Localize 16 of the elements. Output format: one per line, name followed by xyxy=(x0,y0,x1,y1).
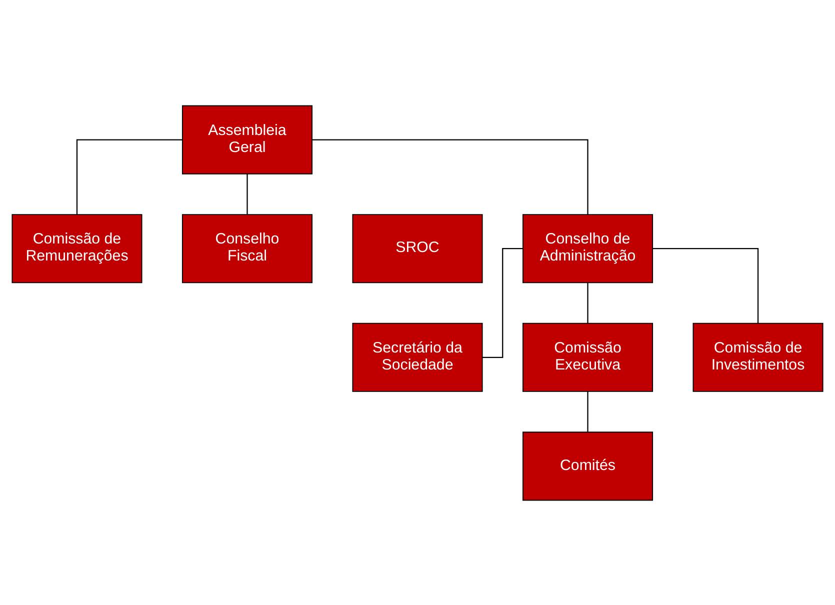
connector xyxy=(246,173,248,214)
node-box: Comissão de Investimentos xyxy=(692,322,824,392)
connector xyxy=(587,282,588,323)
connector xyxy=(76,138,182,214)
node-box: Comissão Executiva xyxy=(522,322,654,392)
connector xyxy=(587,391,588,432)
node-box: Conselho de Administração xyxy=(522,214,654,283)
node-box: Comités xyxy=(522,431,654,500)
node-box: Conselho Fiscal xyxy=(182,214,312,283)
connector xyxy=(312,138,588,214)
node-box: Secretário da Sociedade xyxy=(352,322,483,392)
node-box: SROC xyxy=(352,214,483,283)
connector xyxy=(482,248,523,358)
node-box: Comissão de Remunerações xyxy=(12,214,142,283)
connector xyxy=(652,248,759,323)
node-box: Assembleia Geral xyxy=(182,104,312,174)
